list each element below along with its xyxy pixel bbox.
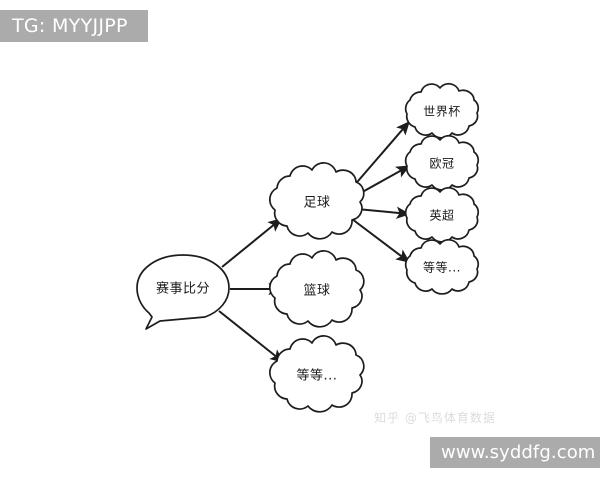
others-football-label: 等等... — [423, 261, 461, 275]
ucl-cloud-shape — [404, 134, 480, 191]
others-football-cloud-shape — [404, 238, 480, 295]
node-root[interactable]: 赛事比分 — [136, 254, 230, 330]
website-url-badge: www.syddfg.com — [430, 437, 600, 468]
node-others-main[interactable]: 等等... — [268, 335, 365, 413]
root-bubble-shape — [136, 254, 230, 330]
edge-football-to-others-football — [351, 218, 411, 263]
node-ucl[interactable]: 欧冠 — [404, 134, 480, 191]
node-basketball[interactable]: 篮球 — [268, 250, 365, 328]
edge-football-to-ucl — [356, 165, 411, 196]
node-epl[interactable]: 英超 — [404, 186, 480, 243]
edge-football-to-epl — [356, 206, 411, 219]
world-cup-label: 世界杯 — [423, 105, 461, 119]
world-cup-cloud-shape — [404, 82, 480, 139]
node-world-cup[interactable]: 世界杯 — [404, 82, 480, 139]
node-others-football[interactable]: 等等... — [404, 238, 480, 295]
edge-root-to-others-main — [218, 310, 285, 363]
basketball-label: 篮球 — [303, 284, 330, 299]
edge-football-to-world-cup — [351, 120, 410, 189]
edge-group — [218, 120, 411, 363]
epl-label: 英超 — [429, 208, 454, 223]
zhihu-watermark: 知乎 @飞鸟体育数据 — [374, 411, 496, 425]
edge-root-to-football — [221, 218, 283, 268]
telegram-handle-badge: TG: MYYJJPP — [0, 10, 148, 42]
football-label: 足球 — [303, 196, 330, 211]
node-football[interactable]: 足球 — [268, 162, 365, 240]
football-cloud-shape — [268, 162, 365, 240]
root-label: 赛事比分 — [156, 281, 210, 297]
epl-cloud-shape — [404, 186, 480, 243]
others-main-cloud-shape — [268, 335, 365, 413]
others-main-label: 等等... — [297, 368, 338, 384]
basketball-cloud-shape — [268, 250, 365, 328]
ucl-label: 欧冠 — [429, 157, 454, 171]
